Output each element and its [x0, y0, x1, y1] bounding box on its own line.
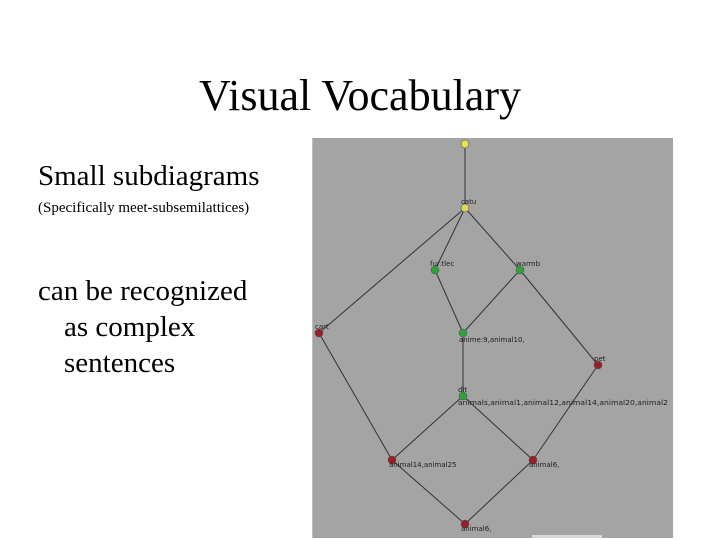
label-n5: anime:9,animal10,	[459, 336, 525, 344]
edge-n1-n4	[318, 207, 466, 334]
edge-n6-n9	[532, 364, 599, 461]
edge-n2-n5	[434, 269, 464, 334]
concept-lattice-panel: catu fur.tlec warmb cart anime:9,animal1…	[312, 138, 673, 538]
label-n10: animal6,	[461, 525, 491, 533]
node-n5	[458, 328, 468, 338]
node-n4	[314, 328, 324, 338]
bullet-line-2: as complex	[64, 311, 196, 343]
node-top	[460, 139, 470, 149]
bullet-line-1: can be recognized	[38, 275, 248, 307]
edge-n3-n6	[519, 269, 599, 366]
label-n8: animal14,animal25	[389, 461, 457, 469]
node-n6	[593, 360, 603, 370]
edge-n4-n8	[318, 332, 393, 461]
lattice-labels: catu fur.tlec warmb cart anime:9,animal1…	[315, 198, 668, 533]
node-n1	[460, 203, 470, 213]
label-n3: warmb	[516, 260, 541, 268]
bullet-line-3: sentences	[64, 347, 176, 379]
edge-n1-n2	[434, 207, 466, 271]
edge-n1-n3	[464, 207, 521, 271]
slide-footer-bar	[532, 535, 602, 538]
label-n7b: animals,animal1,animal12,animal14,animal…	[458, 399, 668, 407]
label-n9: animal6,	[529, 461, 559, 469]
node-n2	[430, 265, 440, 275]
edge-n7-n9	[462, 395, 534, 461]
lattice-nodes	[314, 139, 603, 529]
label-n7a: dit	[458, 386, 467, 394]
bullet-subnote: (Specifically meet-subsemilattices)	[38, 200, 250, 216]
slide-title: Visual Vocabulary	[198, 71, 521, 120]
node-n10	[460, 519, 470, 529]
edge-n7-n8	[391, 395, 464, 461]
bullet-recognized: can be recognized as complex sentences	[38, 273, 308, 381]
label-n2: fur.tlec	[430, 260, 454, 268]
bullet-small-subdiagrams: Small subdiagrams	[38, 160, 260, 192]
node-n9	[528, 455, 538, 465]
edge-n8-n10	[391, 459, 466, 525]
lattice-edges	[318, 144, 599, 525]
node-n3	[515, 265, 525, 275]
label-n4: cart	[315, 323, 329, 331]
node-n8	[387, 455, 397, 465]
node-n7	[458, 391, 468, 401]
edge-n9-n10	[464, 459, 534, 525]
label-n1: catu	[461, 198, 476, 206]
label-n6: pet	[594, 355, 606, 363]
edge-n3-n5	[462, 269, 521, 334]
concept-lattice-diagram: catu fur.tlec warmb cart anime:9,animal1…	[314, 139, 668, 533]
